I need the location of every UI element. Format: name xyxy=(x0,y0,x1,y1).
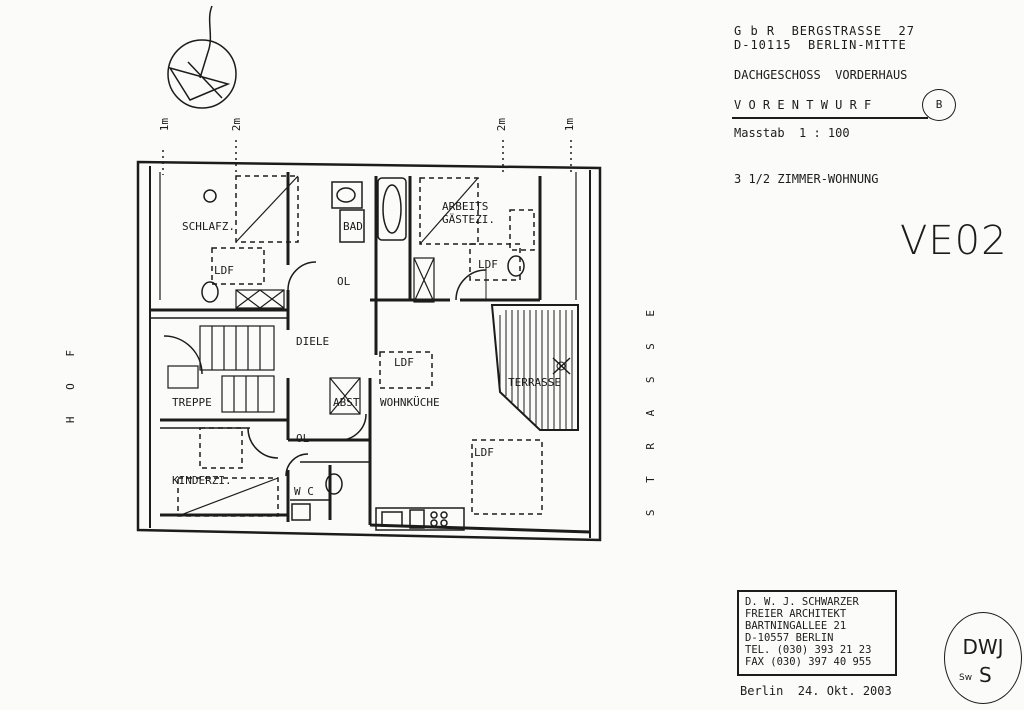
architect-tel: TEL. (030) 393 21 23 xyxy=(745,644,872,656)
interior-walls xyxy=(150,172,591,534)
architect-street: BARTNINGALLEE 21 xyxy=(745,620,847,632)
phase-badge: B xyxy=(922,89,956,121)
architect-city: D-10557 BERLIN xyxy=(745,632,834,644)
scale-label: Masstab 1 : 100 xyxy=(734,126,850,140)
room-label-ldf-2: LDF xyxy=(478,258,498,271)
bed-lines xyxy=(177,175,479,517)
phase-badge-text: B xyxy=(935,98,943,111)
window-boxes xyxy=(235,257,435,415)
north-arrow-icon xyxy=(167,5,237,109)
room-label-ldf-1: LDF xyxy=(214,264,234,277)
room-label-schlafz: SCHLAFZ. xyxy=(182,220,235,233)
project-line-1: G b R BERGSTRASSE 27 xyxy=(734,24,915,38)
room-label-arbeits: ARBEITS xyxy=(442,200,489,213)
room-label-abst: ABST xyxy=(333,396,360,409)
architect-fax: FAX (030) 397 40 955 xyxy=(745,656,872,668)
room-label-kinderzi: KINDERZI. xyxy=(172,474,232,487)
room-label-gastezi: GÄSTEZI. xyxy=(442,213,495,226)
kitchen-counter xyxy=(375,507,465,531)
furniture-dashed xyxy=(177,175,543,517)
stamp-initials: DWJ xyxy=(962,635,1004,659)
room-label-bad: BAD xyxy=(343,220,363,233)
date-line: Berlin 24. Okt. 2003 xyxy=(740,684,892,698)
architect-title: FREIER ARCHITEKT xyxy=(745,608,847,620)
unit-type-label: 3 1/2 ZIMMER-WOHNUNG xyxy=(734,172,879,186)
stamp-small: Sw xyxy=(959,673,973,683)
stamp-sub: S xyxy=(979,663,992,687)
room-label-terrasse: TERRASSE xyxy=(508,376,561,389)
unit-id: VE02 xyxy=(900,218,1008,264)
floor-label: DACHGESCHOSS VORDERHAUS xyxy=(734,68,908,82)
staircase xyxy=(163,325,275,413)
room-label-ol-2: OL xyxy=(296,432,310,445)
outer-walls xyxy=(136,160,602,542)
architect-name: D. W. J. SCHWARZER xyxy=(745,596,859,608)
room-label-treppe: TREPPE xyxy=(172,396,212,409)
architect-stamp: DWJ Sw S xyxy=(944,612,1022,704)
bath-fixtures xyxy=(201,177,525,521)
room-label-ldf-3: LDF xyxy=(394,356,414,369)
architect-box: D. W. J. SCHWARZER FREIER ARCHITEKT BART… xyxy=(737,590,897,676)
room-label-ldf-4: LDF xyxy=(474,446,494,459)
room-label-wc: W C xyxy=(294,485,314,498)
project-line-2: D-10115 BERLIN-MITTE xyxy=(734,38,907,52)
dimension-lines xyxy=(162,140,572,175)
room-label-diele: DIELE xyxy=(296,335,330,348)
phase-underline xyxy=(732,117,928,119)
terrace-hatch xyxy=(490,304,579,431)
room-label-wohnkuche: WOHNKÜCHE xyxy=(380,396,440,409)
door-swings xyxy=(247,261,487,477)
phase-label: V O R E N T W U R F xyxy=(734,98,872,112)
room-label-ol-1: OL xyxy=(337,275,351,288)
